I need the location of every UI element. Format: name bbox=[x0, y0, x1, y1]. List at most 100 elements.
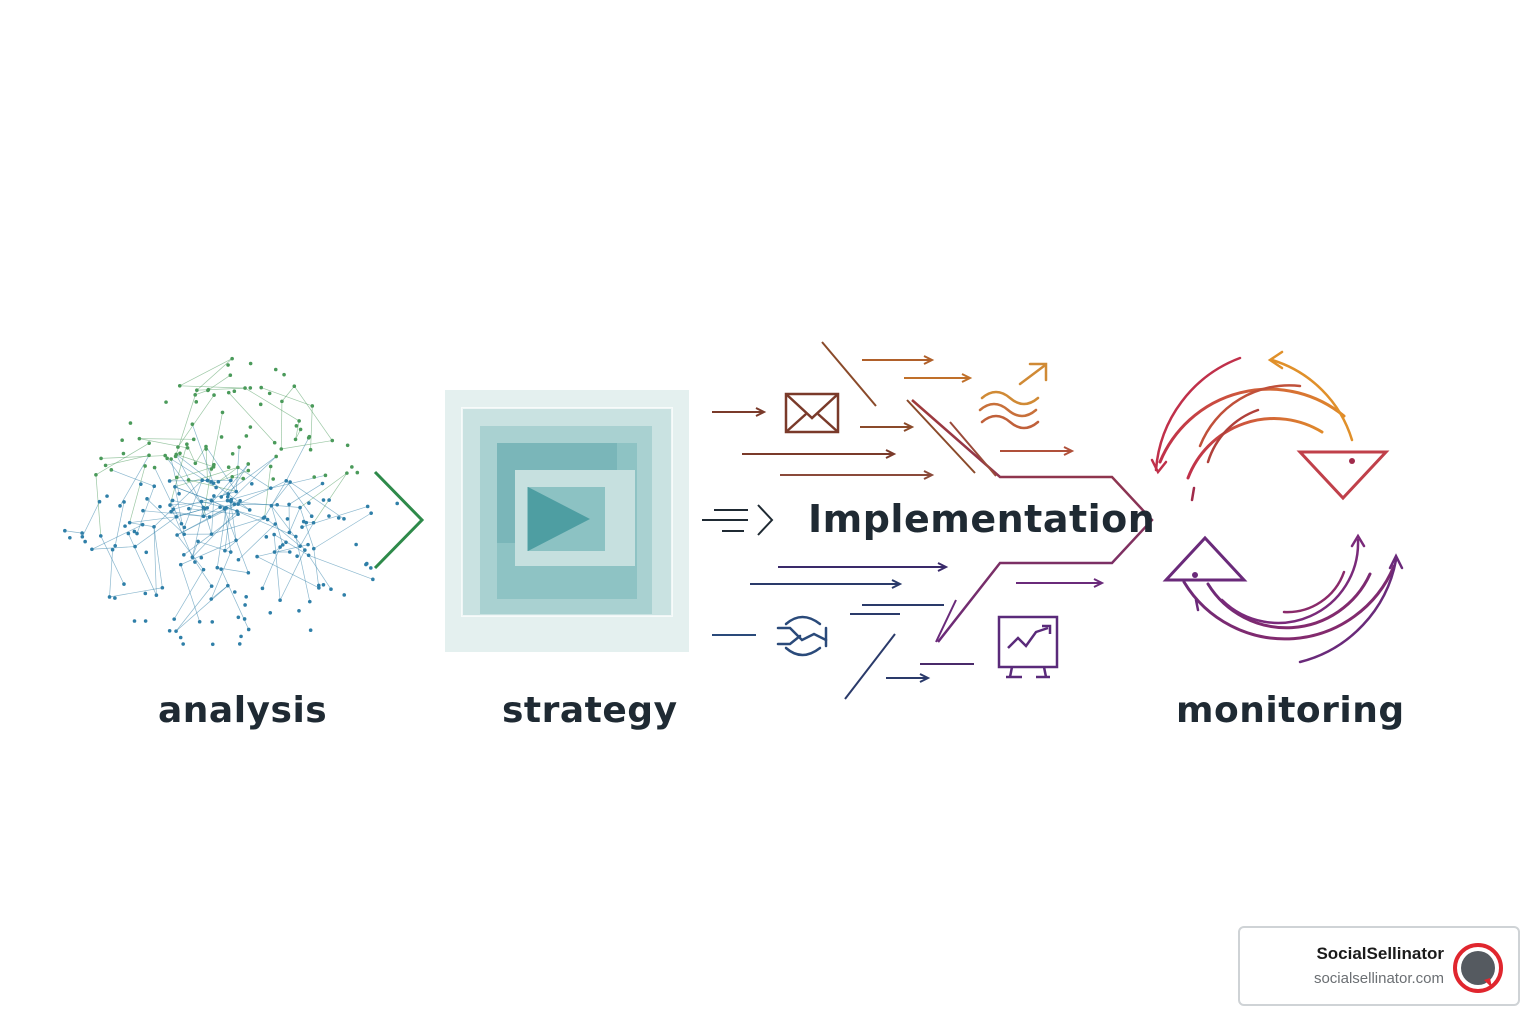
network-edge bbox=[146, 498, 185, 535]
network-node bbox=[206, 388, 210, 393]
implementation-graphic bbox=[702, 341, 1154, 700]
network-edge bbox=[244, 387, 300, 422]
network-edge bbox=[196, 387, 246, 391]
network-node bbox=[323, 473, 328, 478]
network-node bbox=[285, 517, 290, 521]
network-edge bbox=[179, 358, 233, 387]
network-node bbox=[236, 465, 240, 470]
network-node bbox=[127, 520, 132, 525]
network-node bbox=[238, 498, 242, 503]
network-edge bbox=[210, 551, 232, 600]
envelope-icon bbox=[784, 392, 840, 434]
network-edge bbox=[267, 519, 301, 547]
network-edge bbox=[206, 480, 232, 509]
network-node bbox=[178, 635, 183, 640]
stage-label-strategy: strategy bbox=[502, 690, 678, 731]
network-node bbox=[369, 566, 373, 570]
network-edge bbox=[175, 585, 229, 632]
network-node bbox=[236, 557, 241, 562]
network-node bbox=[182, 525, 187, 530]
network-node bbox=[279, 447, 284, 451]
network-edge bbox=[196, 358, 233, 391]
network-node bbox=[169, 457, 173, 461]
network-edge bbox=[111, 469, 155, 487]
network-node bbox=[247, 508, 252, 512]
network-node bbox=[258, 402, 263, 407]
network-node bbox=[80, 531, 84, 535]
network-edge bbox=[192, 424, 214, 484]
network-node bbox=[243, 603, 247, 607]
network-node bbox=[293, 437, 298, 442]
network-node bbox=[209, 532, 214, 536]
network-node bbox=[284, 540, 288, 545]
network-node bbox=[121, 451, 126, 456]
network-node bbox=[174, 515, 179, 519]
network-node bbox=[255, 554, 259, 559]
network-edge bbox=[236, 510, 296, 537]
network-node bbox=[190, 555, 195, 560]
network-node bbox=[168, 503, 172, 507]
network-node bbox=[260, 586, 265, 591]
network-node bbox=[173, 484, 177, 489]
network-node bbox=[207, 515, 212, 519]
network-node bbox=[271, 477, 275, 481]
network-edge bbox=[216, 507, 227, 568]
network-edge bbox=[224, 517, 264, 551]
network-node bbox=[158, 504, 162, 509]
network-node bbox=[209, 467, 214, 471]
network-node bbox=[230, 356, 234, 361]
network-node bbox=[242, 617, 247, 621]
network-node bbox=[342, 517, 346, 521]
network-edge bbox=[100, 535, 125, 585]
network-node bbox=[103, 463, 108, 468]
network-node bbox=[220, 410, 225, 415]
network-edge bbox=[128, 533, 157, 596]
network-node bbox=[237, 642, 242, 646]
network-node bbox=[342, 593, 347, 597]
network-edge bbox=[310, 405, 313, 450]
network-node bbox=[177, 384, 182, 388]
network-node bbox=[234, 538, 238, 543]
network-edge bbox=[308, 554, 373, 580]
network-node bbox=[140, 522, 145, 527]
network-node bbox=[244, 594, 248, 599]
network-node bbox=[226, 583, 230, 588]
network-node bbox=[113, 596, 117, 600]
network-node bbox=[298, 427, 303, 432]
network-node bbox=[262, 515, 267, 520]
network-node bbox=[395, 501, 399, 506]
network-node bbox=[230, 451, 235, 456]
network-node bbox=[209, 498, 214, 503]
network-node bbox=[306, 542, 310, 547]
network-node bbox=[223, 548, 227, 553]
network-node bbox=[284, 478, 289, 483]
network-edge bbox=[230, 500, 237, 541]
network-node bbox=[94, 472, 98, 477]
network-node bbox=[364, 561, 369, 566]
network-node bbox=[236, 512, 240, 517]
network-node bbox=[321, 498, 326, 502]
network-node bbox=[280, 399, 284, 404]
network-edge bbox=[271, 481, 291, 506]
network-node bbox=[222, 507, 227, 511]
network-edge bbox=[235, 540, 249, 573]
network-node bbox=[320, 481, 325, 486]
network-node bbox=[126, 531, 131, 536]
network-node bbox=[118, 504, 122, 508]
network-edge bbox=[153, 526, 163, 588]
network-node bbox=[90, 547, 94, 552]
network-node bbox=[264, 535, 269, 539]
network-edge bbox=[295, 536, 311, 602]
network-edge bbox=[279, 549, 306, 601]
network-node bbox=[137, 436, 142, 441]
network-edge bbox=[81, 501, 100, 537]
network-node bbox=[269, 503, 274, 508]
network-edge bbox=[119, 455, 150, 507]
network-node bbox=[195, 388, 199, 393]
network-node bbox=[307, 434, 312, 439]
network-node bbox=[171, 507, 176, 512]
network-node bbox=[248, 361, 253, 366]
network-node bbox=[205, 478, 210, 483]
network-node bbox=[204, 444, 208, 449]
network-edge bbox=[195, 446, 207, 464]
